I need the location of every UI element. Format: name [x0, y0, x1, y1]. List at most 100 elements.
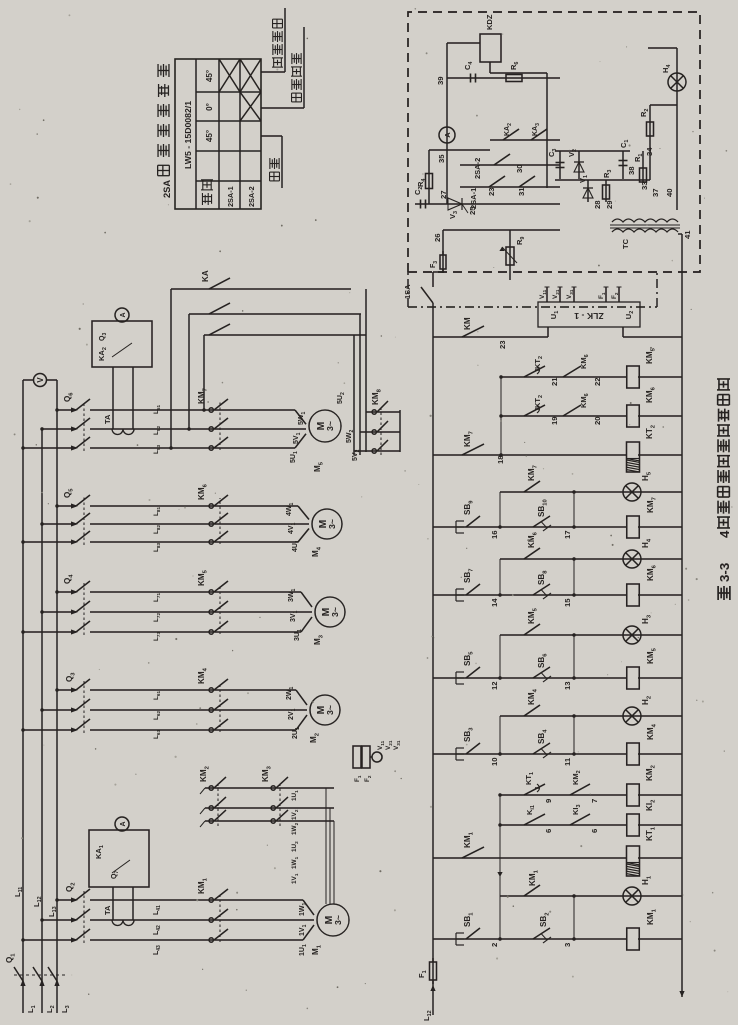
svg-text:M5: M5: [313, 461, 324, 472]
svg-text:H4: H4: [641, 538, 652, 548]
svg-text:0°: 0°: [205, 103, 214, 111]
svg-text:ZLK - 1: ZLK - 1: [574, 311, 604, 321]
svg-text:4W1: 4W1: [286, 503, 295, 517]
svg-text:6: 6: [544, 829, 553, 833]
svg-text:KM4: KM4: [646, 723, 657, 740]
svg-text:20: 20: [593, 416, 602, 425]
svg-text:KM4: KM4: [197, 667, 208, 684]
svg-text:M4: M4: [311, 546, 322, 557]
svg-text:KI3: KI3: [571, 805, 582, 816]
svg-text:3U1: 3U1: [294, 629, 303, 641]
svg-text:5U2: 5U2: [337, 392, 346, 404]
svg-text:V21: V21: [552, 289, 560, 299]
svg-text:KM3: KM3: [261, 765, 272, 782]
svg-text:V31: V31: [566, 289, 574, 299]
svg-text:KM5: KM5: [527, 607, 538, 624]
svg-text:39: 39: [436, 76, 445, 85]
svg-text:M: M: [324, 916, 335, 925]
svg-text:R1: R1: [633, 154, 644, 162]
svg-text:SB9: SB9: [463, 500, 474, 515]
svg-text:L73: L73: [153, 632, 161, 641]
svg-text:L53: L53: [153, 445, 161, 454]
svg-text:KM7: KM7: [527, 465, 538, 481]
svg-text:3~: 3~: [325, 421, 335, 431]
svg-text:23: 23: [487, 187, 496, 196]
svg-text:KM6: KM6: [579, 354, 590, 369]
svg-text:L83: L83: [153, 543, 161, 552]
svg-text:R2: R2: [639, 109, 650, 117]
svg-text:TC: TC: [621, 238, 630, 249]
svg-text:V2: V2: [567, 149, 578, 157]
svg-text:KM5: KM5: [197, 569, 208, 586]
svg-text:KM2: KM2: [199, 766, 210, 782]
svg-text:1U1: 1U1: [291, 790, 299, 801]
svg-text:R9: R9: [515, 237, 526, 245]
svg-text:V: V: [36, 377, 45, 383]
svg-text:4: 4: [717, 530, 732, 538]
svg-text:KA1: KA1: [94, 845, 105, 859]
svg-text:H1: H1: [641, 875, 652, 885]
svg-text:12: 12: [490, 681, 499, 690]
svg-text:1SA: 1SA: [403, 284, 412, 299]
svg-text:2U1: 2U1: [292, 727, 301, 739]
svg-text:TA: TA: [103, 414, 112, 424]
svg-text:LW5 - 15D0082/1: LW5 - 15D0082/1: [183, 101, 193, 169]
svg-text:SB8: SB8: [537, 570, 548, 585]
svg-text:40: 40: [665, 188, 674, 197]
svg-text:L62: L62: [153, 711, 161, 720]
svg-text:C4: C4: [463, 62, 474, 70]
svg-text:KT2: KT2: [533, 395, 544, 408]
svg-text:H2: H2: [641, 696, 652, 705]
svg-text:KM: KM: [463, 317, 472, 330]
svg-text:SB7: SB7: [463, 569, 474, 583]
svg-text:KDZ: KDZ: [485, 14, 494, 30]
svg-text:2W1: 2W1: [286, 687, 295, 701]
svg-text:31: 31: [517, 187, 526, 196]
svg-text:Q4: Q4: [63, 574, 74, 584]
svg-text:M: M: [316, 422, 327, 431]
svg-text:KM2: KM2: [645, 765, 656, 781]
svg-text:L61: L61: [153, 691, 161, 700]
svg-text:A: A: [120, 821, 127, 826]
svg-text:KT2: KT2: [533, 356, 544, 369]
svg-text:37: 37: [651, 188, 660, 197]
svg-text:L51: L51: [153, 405, 161, 414]
svg-text:Q2: Q2: [65, 882, 76, 892]
svg-text:3~: 3~: [327, 519, 337, 529]
svg-text:KM1: KM1: [197, 877, 208, 894]
svg-text:1V2: 1V2: [291, 809, 299, 820]
svg-text:KA2: KA2: [504, 123, 513, 136]
svg-text:11: 11: [563, 757, 572, 766]
svg-text:KM5: KM5: [645, 347, 656, 364]
svg-text:V3: V3: [448, 211, 459, 219]
svg-text:KM6: KM6: [645, 386, 656, 403]
svg-text:28: 28: [593, 200, 602, 209]
svg-text:R6: R6: [509, 62, 520, 70]
svg-text:1U1: 1U1: [299, 944, 308, 956]
svg-text:15: 15: [563, 598, 572, 607]
svg-text:U2: U2: [624, 311, 635, 319]
svg-text:A: A: [443, 132, 452, 138]
svg-text:M: M: [321, 608, 332, 617]
svg-text:KM6: KM6: [646, 564, 657, 581]
svg-text:KA3: KA3: [532, 123, 541, 136]
svg-text:F2: F2: [364, 775, 372, 782]
svg-text:18: 18: [496, 455, 505, 464]
svg-text:14: 14: [490, 598, 499, 607]
svg-text:1V1: 1V1: [299, 924, 308, 936]
svg-text:19: 19: [550, 416, 559, 425]
svg-text:M2: M2: [309, 733, 320, 743]
svg-text:2V1: 2V1: [288, 708, 297, 720]
svg-text:Q1: Q1: [5, 953, 16, 963]
svg-text:1U2: 1U2: [291, 841, 299, 852]
svg-text:KM1: KM1: [528, 869, 539, 886]
svg-text:2SA: 2SA: [162, 180, 172, 198]
svg-text:16: 16: [490, 530, 499, 539]
svg-text:1W1: 1W1: [291, 856, 299, 869]
svg-text:6: 6: [590, 829, 599, 833]
svg-text:TA: TA: [103, 905, 112, 915]
svg-text:L12: L12: [32, 896, 43, 907]
svg-text:10: 10: [490, 757, 499, 766]
svg-text:KM5: KM5: [646, 647, 657, 664]
svg-text:U1: U1: [549, 311, 560, 319]
